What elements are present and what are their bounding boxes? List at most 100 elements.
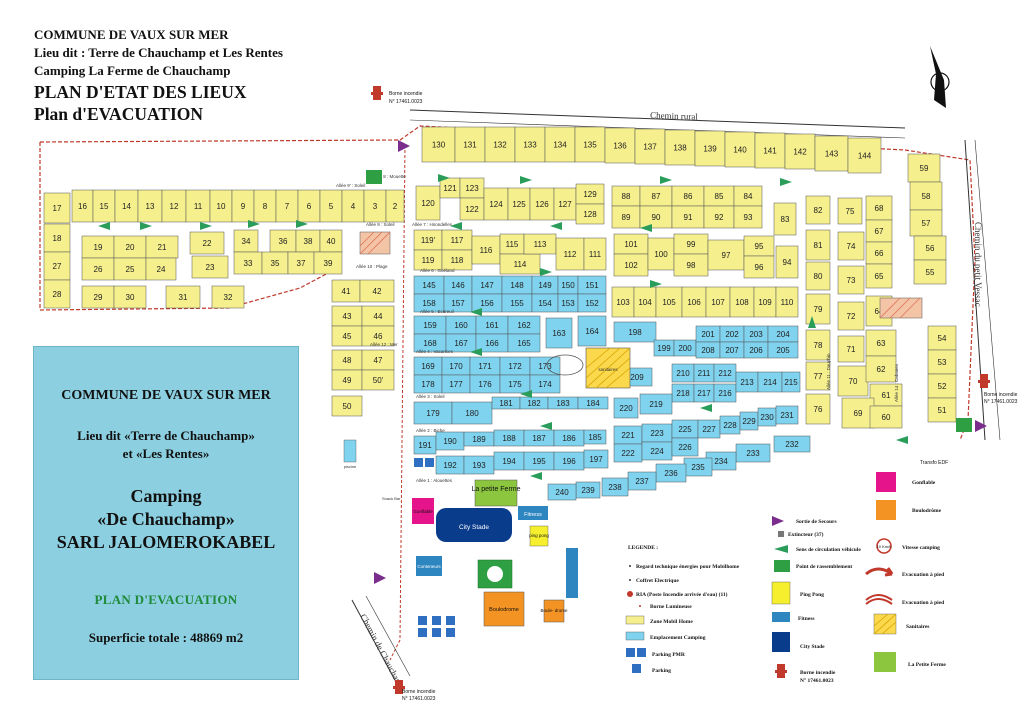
legend-swatch-fitness <box>772 612 790 622</box>
legend-fitness: Fitness <box>798 616 815 622</box>
pitch-label-67: 67 <box>875 227 884 236</box>
pitch-label-240: 240 <box>555 488 569 497</box>
pitch-label-178: 178 <box>421 380 435 389</box>
pond <box>546 354 584 376</box>
pitch-110 <box>775 286 799 318</box>
extinguisher-icon <box>778 531 784 537</box>
pitch-106 <box>681 286 707 318</box>
conteneurs-label: Conteneurs <box>417 564 441 569</box>
arrow-icon <box>520 390 532 398</box>
pitch-label-206: 206 <box>749 346 763 355</box>
speed-icon-text: 10 Km/h <box>877 544 892 549</box>
parking-pmr-1 <box>414 458 423 467</box>
pitch-label-102: 102 <box>624 261 638 270</box>
north-arrow-icon <box>930 46 950 108</box>
parking-pmr-5 <box>446 616 455 625</box>
pitch-140 <box>724 131 756 168</box>
pitch-label-195: 195 <box>532 457 546 466</box>
legend-gonflable: Gonflable <box>912 480 936 486</box>
pitch-label-74: 74 <box>847 242 856 251</box>
pitch-label-26: 26 <box>94 265 103 274</box>
pitch-label-47: 47 <box>374 356 383 365</box>
pitch-label-70: 70 <box>849 377 858 386</box>
hydrant-south-number: N° 17461.0023 <box>402 696 436 702</box>
pitch-78 <box>805 329 831 361</box>
emergency-exit-icon <box>398 140 410 152</box>
pitch-label-180: 180 <box>465 409 479 418</box>
pitch-label-139: 139 <box>703 145 717 154</box>
pitch-label-30: 30 <box>126 293 135 302</box>
pitch-label-207: 207 <box>725 346 739 355</box>
pitch-79 <box>805 293 831 325</box>
pitch-label-110: 110 <box>781 298 794 307</box>
pitch-label-22: 22 <box>203 239 212 248</box>
pitch-label-77: 77 <box>814 372 823 381</box>
legend-dot-regard <box>629 565 631 567</box>
pitch-70 <box>837 365 869 397</box>
pitch-label-6: 6 <box>307 202 312 211</box>
legend-hydrant-icon <box>775 664 787 678</box>
sanitaires-top <box>359 231 391 255</box>
pitch-22 <box>189 231 225 255</box>
pitch-63 <box>865 329 897 357</box>
pitch-label-219: 219 <box>649 400 663 409</box>
pitch-54 <box>927 325 957 351</box>
pitch-label-98: 98 <box>687 261 696 270</box>
pitch-label-216: 216 <box>718 389 732 398</box>
pitch-label-225: 225 <box>678 425 692 434</box>
pitch-label-158: 158 <box>422 299 436 308</box>
header-plan-evacuation: Plan d'EVACUATION <box>34 104 204 124</box>
info-camping-line2: «De Chauchamp» <box>97 509 235 529</box>
pitch-label-166: 166 <box>485 339 499 348</box>
pitch-label-188: 188 <box>502 434 516 443</box>
alley-10: Allée 10 : Plage <box>356 264 388 269</box>
pitch-label-218: 218 <box>676 389 690 398</box>
pitch-label-232: 232 <box>785 440 799 449</box>
pitch-label-69: 69 <box>854 409 863 418</box>
pitch-label-61: 61 <box>882 391 891 400</box>
pitch-105 <box>655 286 683 318</box>
pitch-label-234: 234 <box>714 457 728 466</box>
pitch-165 <box>507 333 541 353</box>
pitch-label-141: 141 <box>763 147 777 156</box>
alley-14: Allée 14 : Cabanes <box>894 363 899 402</box>
arrow-icon <box>98 222 110 230</box>
pitch-220 <box>613 397 639 419</box>
pitch-label-140: 140 <box>733 146 747 155</box>
pitch-label-217: 217 <box>697 389 711 398</box>
pitch-label-75: 75 <box>846 207 855 216</box>
pitch-label-82: 82 <box>814 206 823 215</box>
pitch-label-23: 23 <box>206 263 215 272</box>
pitch-label-212: 212 <box>718 369 732 378</box>
pitch-label-118: 118 <box>451 256 464 265</box>
pitch-23 <box>191 255 229 279</box>
alley-9: Allée 9 : Soleil <box>366 222 395 227</box>
legend-pmr: Parking PMR <box>652 652 686 658</box>
chemin-chauchamp-line2 <box>365 595 411 677</box>
pitch-141 <box>754 132 786 169</box>
pitch-label-133: 133 <box>523 141 537 150</box>
pitch-label-237: 237 <box>635 477 649 486</box>
pitch-label-224: 224 <box>650 447 664 456</box>
pitch-81 <box>805 229 831 261</box>
pitch-65 <box>865 263 893 289</box>
alley-2: Allée 2 : Biche <box>416 428 445 433</box>
pitch-label-19: 19 <box>94 243 103 252</box>
pitch-142 <box>784 133 816 170</box>
pitch-label-126: 126 <box>535 200 549 209</box>
legend-swatch-citystade <box>772 632 790 652</box>
pitch-label-211: 211 <box>698 369 711 378</box>
pitch-label-24: 24 <box>157 265 166 274</box>
pitch-label-208: 208 <box>701 346 715 355</box>
pitch-label-76: 76 <box>814 405 823 414</box>
pitch-label-153: 153 <box>561 299 575 308</box>
arrow-icon <box>140 222 152 230</box>
alley-9prime: Allée 9' : Soleil <box>336 183 365 188</box>
pitch-label-182: 182 <box>527 399 541 408</box>
pitch-60 <box>869 405 903 429</box>
pitch-136 <box>604 127 636 164</box>
arrow-icon <box>296 220 308 228</box>
alley-8: Allée 8 : Mouette <box>372 174 406 179</box>
pitch-label-117: 117 <box>451 236 464 245</box>
